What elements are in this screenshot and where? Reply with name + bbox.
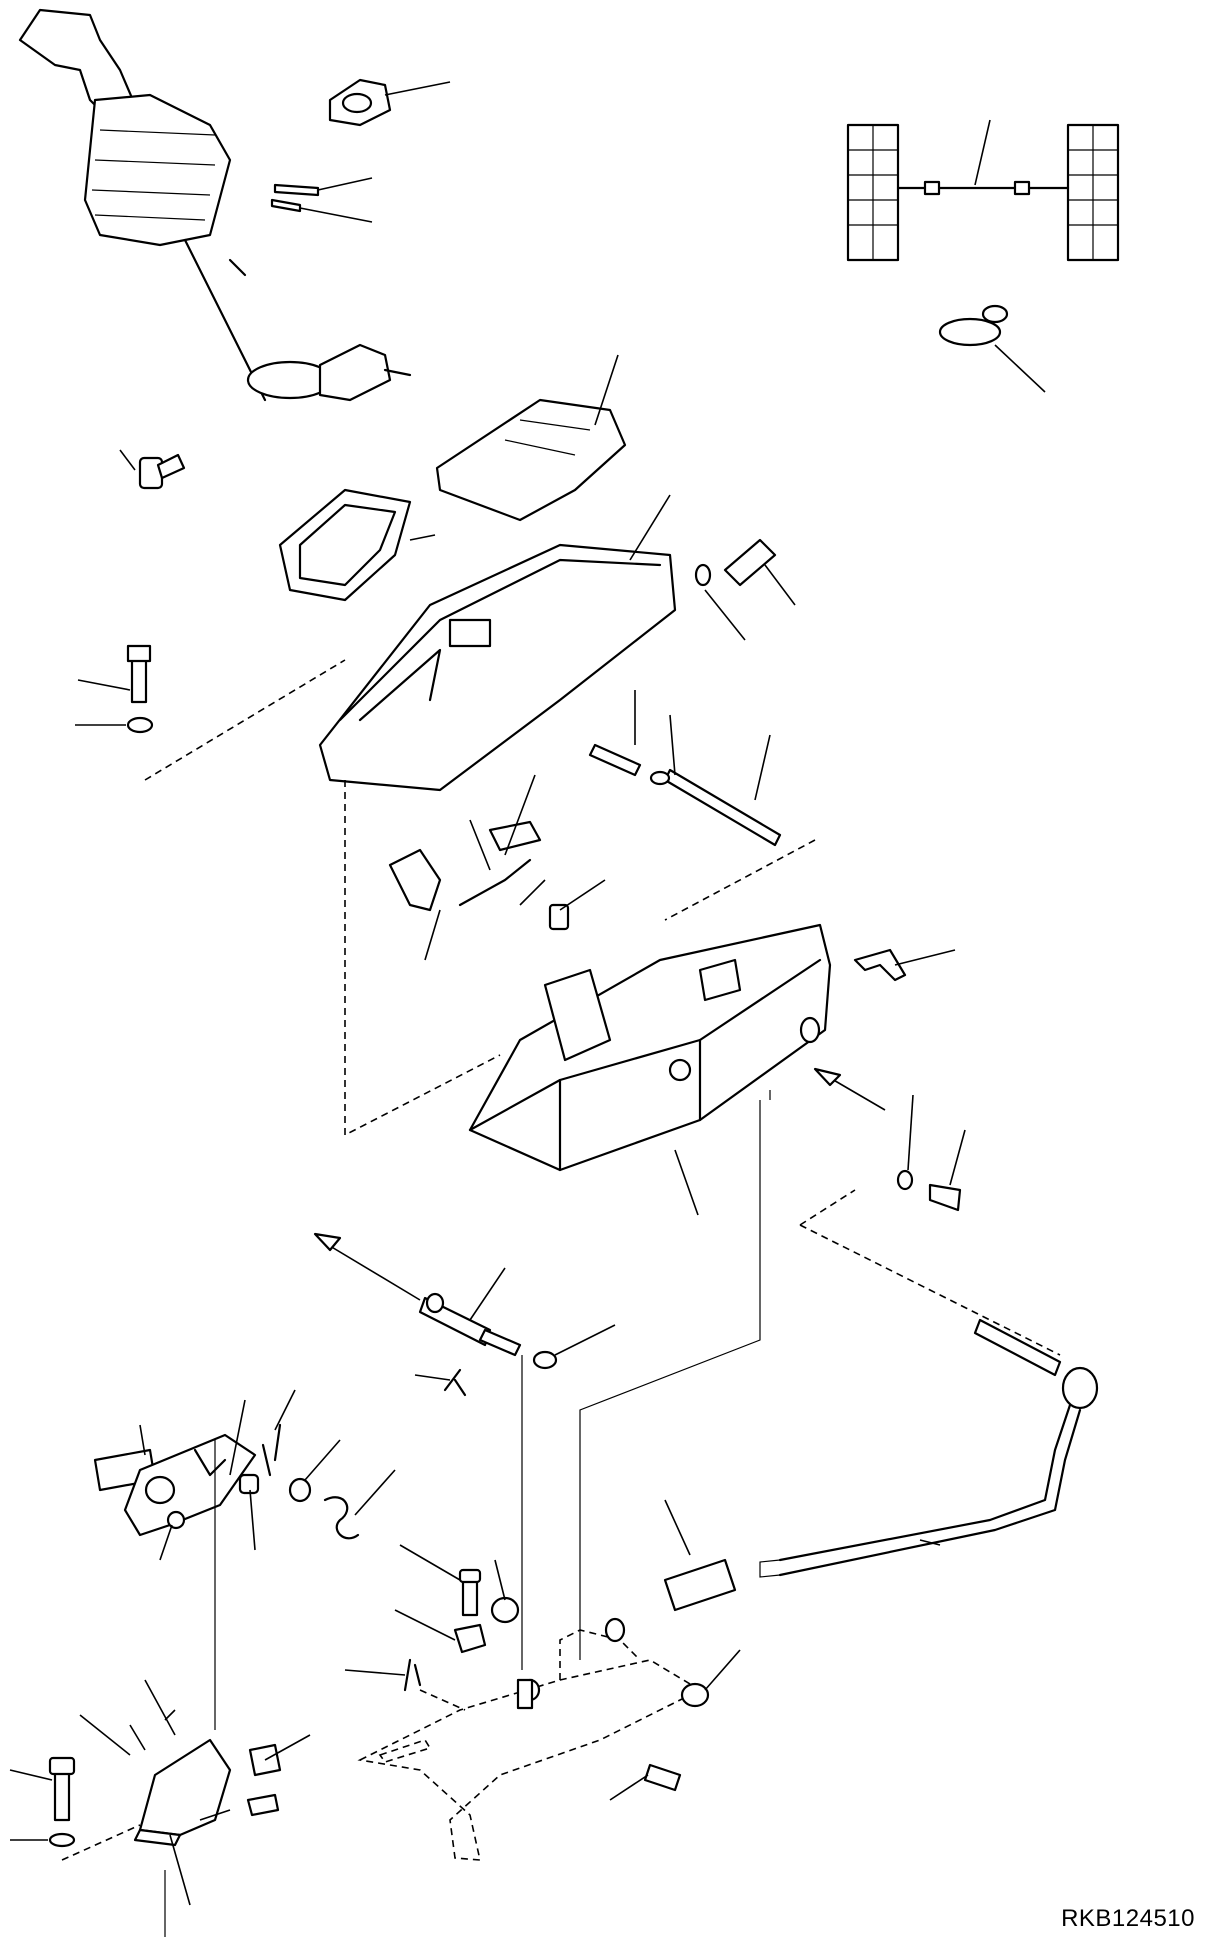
drawing-code: RKB124510 [1061,1905,1195,1932]
gas-spring [313,1232,616,1670]
lower-console [344,780,832,1216]
lever-bolt [119,449,186,490]
control-rod [759,1224,1099,1578]
upper-console [318,494,677,792]
boot-frame [278,488,436,602]
base-plate [357,1617,702,1861]
console-cover [435,354,627,522]
lower-bracket [9,1679,311,1937]
grip-sleeve [663,1499,737,1612]
arrow-right [813,1067,886,1111]
right-nut [609,1649,741,1801]
boot-grommet [328,78,451,127]
pedal-bracket [93,1389,296,1561]
left-bolt [75,644,346,781]
switch-bracket [388,774,606,961]
bolt-nut [344,1544,520,1711]
pins [270,177,373,223]
lower-bolt [799,1094,966,1226]
seal-strip [853,948,956,982]
upper-bolt [694,538,796,641]
clamp-band [938,304,1046,393]
shaft [588,690,816,921]
wire-harness [846,119,1120,262]
reference-lines [214,1090,771,1730]
joystick-lever [18,8,412,402]
spring-washer [288,1439,396,1540]
